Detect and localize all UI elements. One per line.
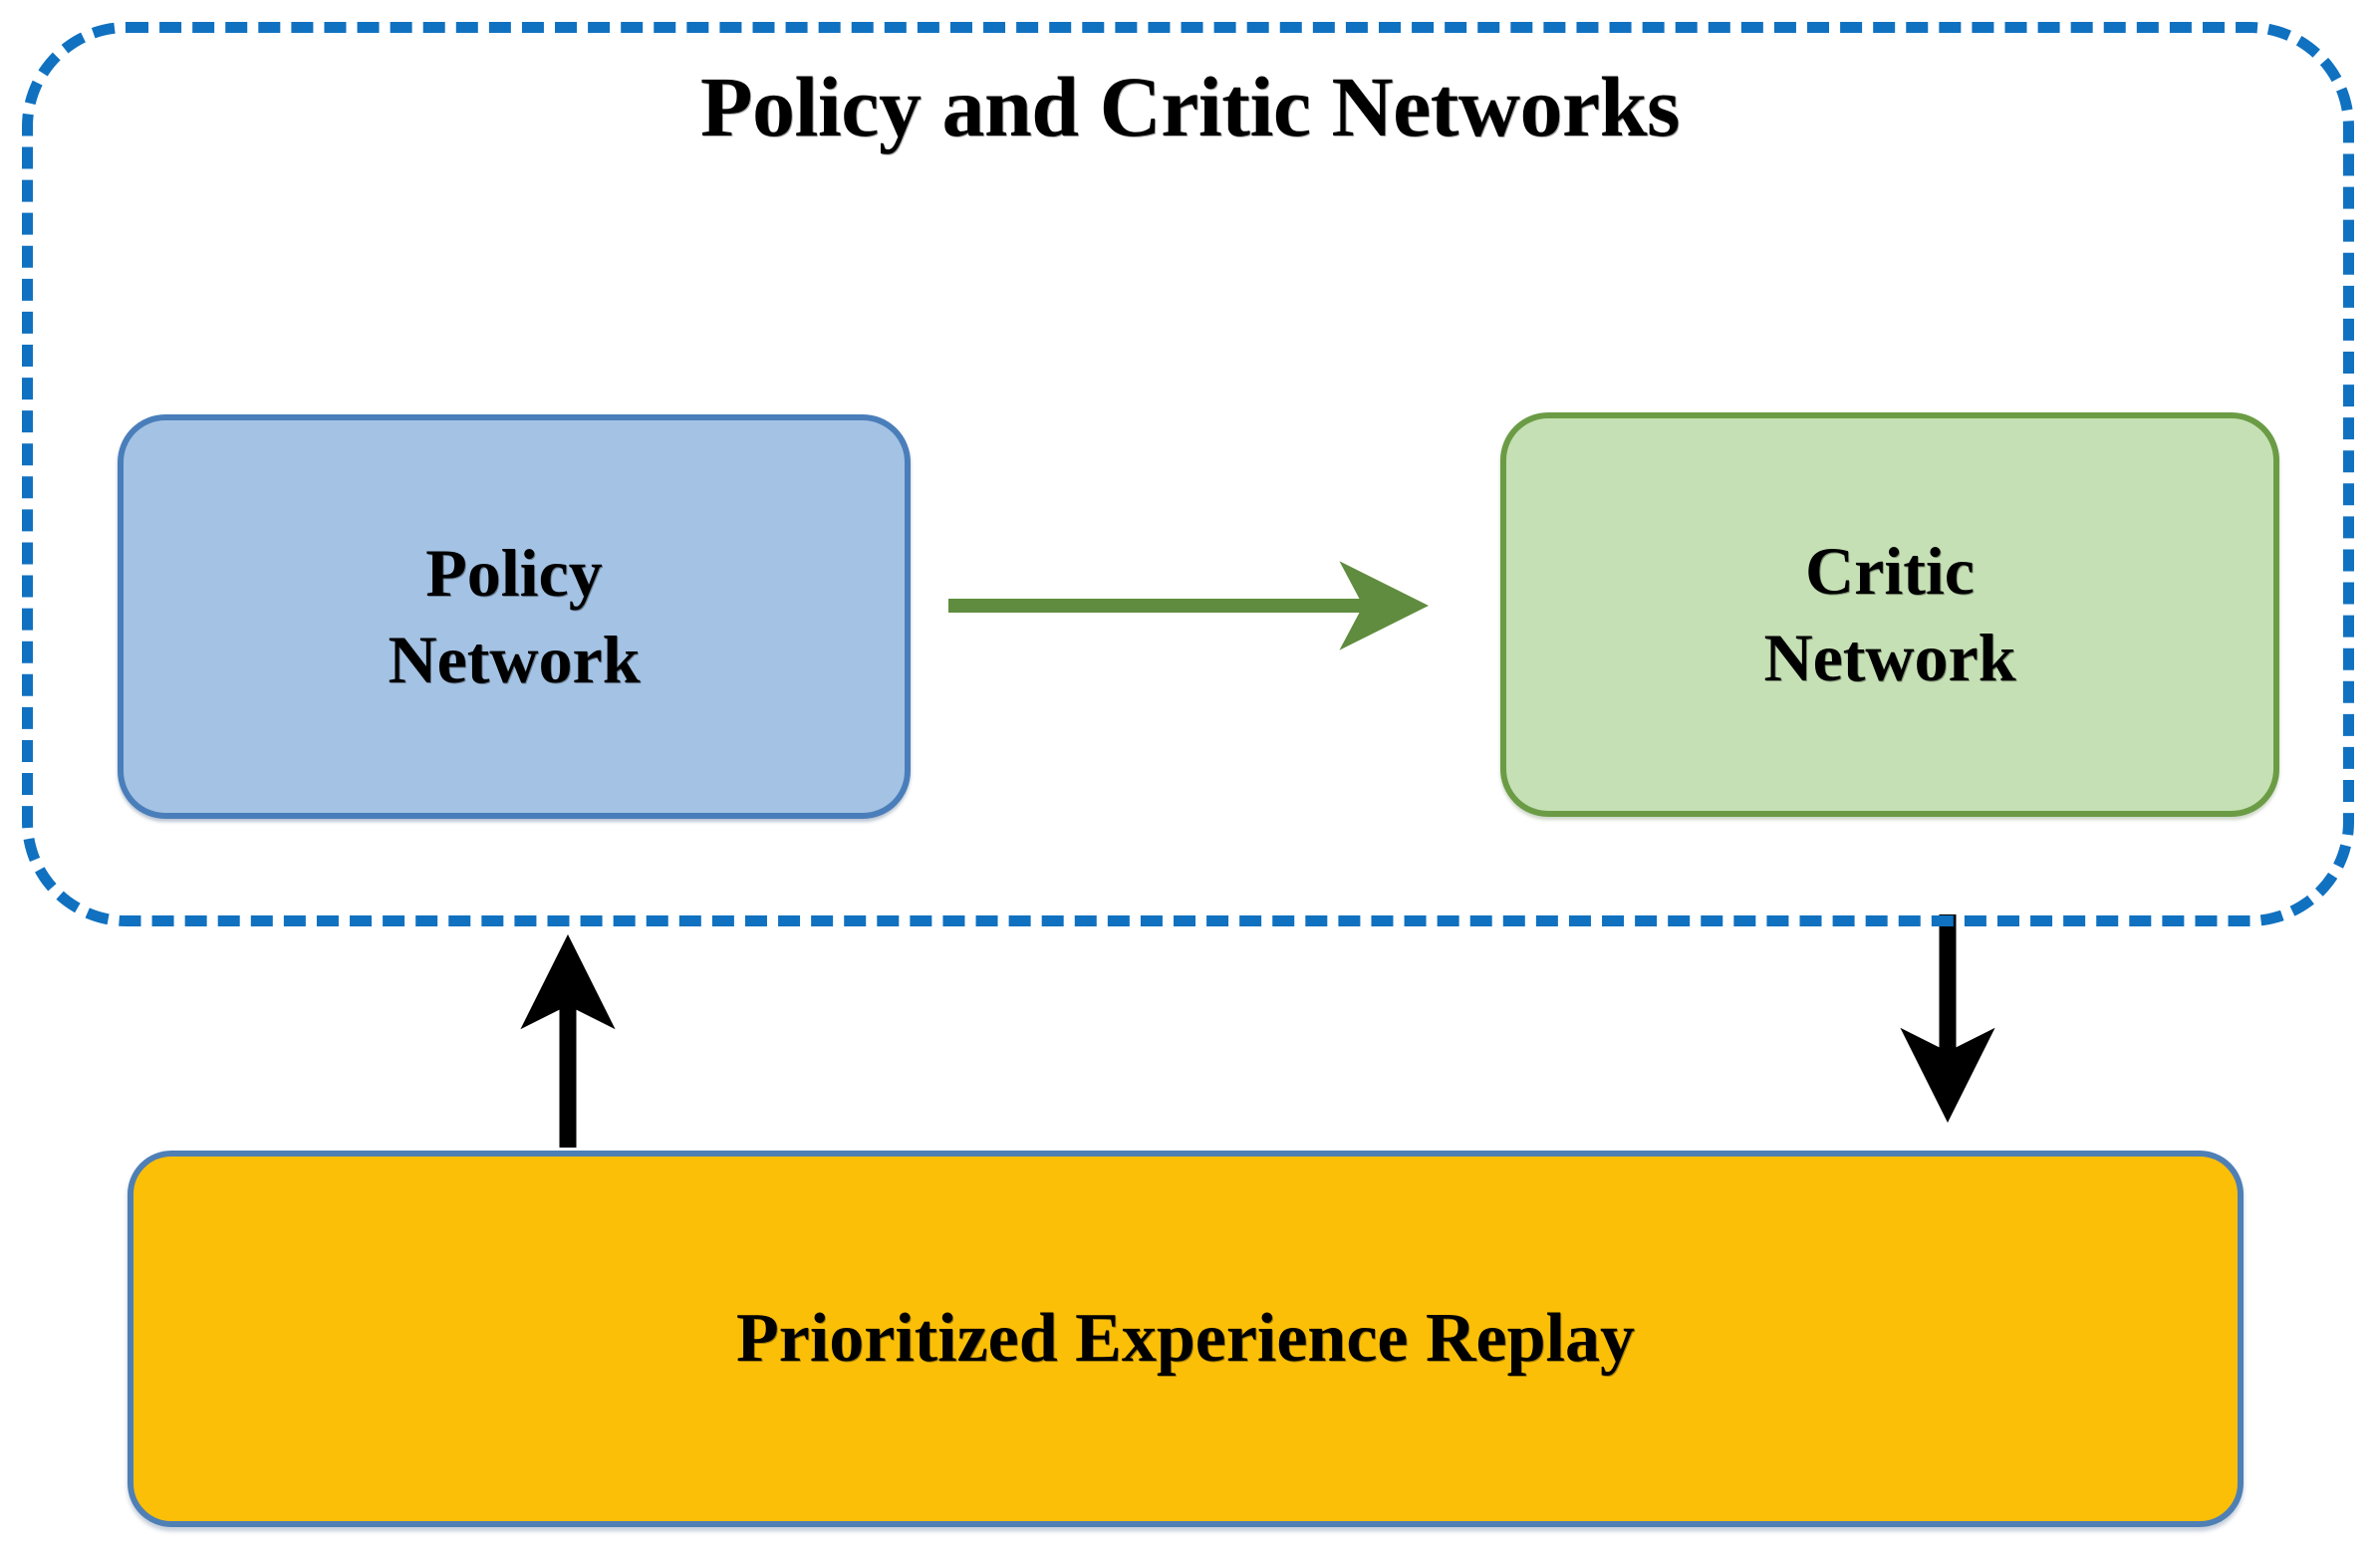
node-policy-network-line2: Network	[388, 622, 641, 697]
node-critic-network-line1: Critic	[1805, 532, 1975, 609]
node-policy-network-line1: Policy	[425, 534, 603, 611]
node-policy-network[interactable]: Policy Network	[118, 414, 911, 819]
page-title: Policy and Critic Networks	[699, 59, 1681, 154]
node-critic-network[interactable]: Critic Network	[1500, 412, 2279, 817]
node-prioritized-experience-replay-label: Prioritized Experience Replay	[736, 1300, 1635, 1377]
node-critic-network-line2: Network	[1763, 620, 2016, 695]
policy-critic-group-container	[22, 22, 2354, 926]
node-prioritized-experience-replay[interactable]: Prioritized Experience Replay	[128, 1151, 2244, 1527]
